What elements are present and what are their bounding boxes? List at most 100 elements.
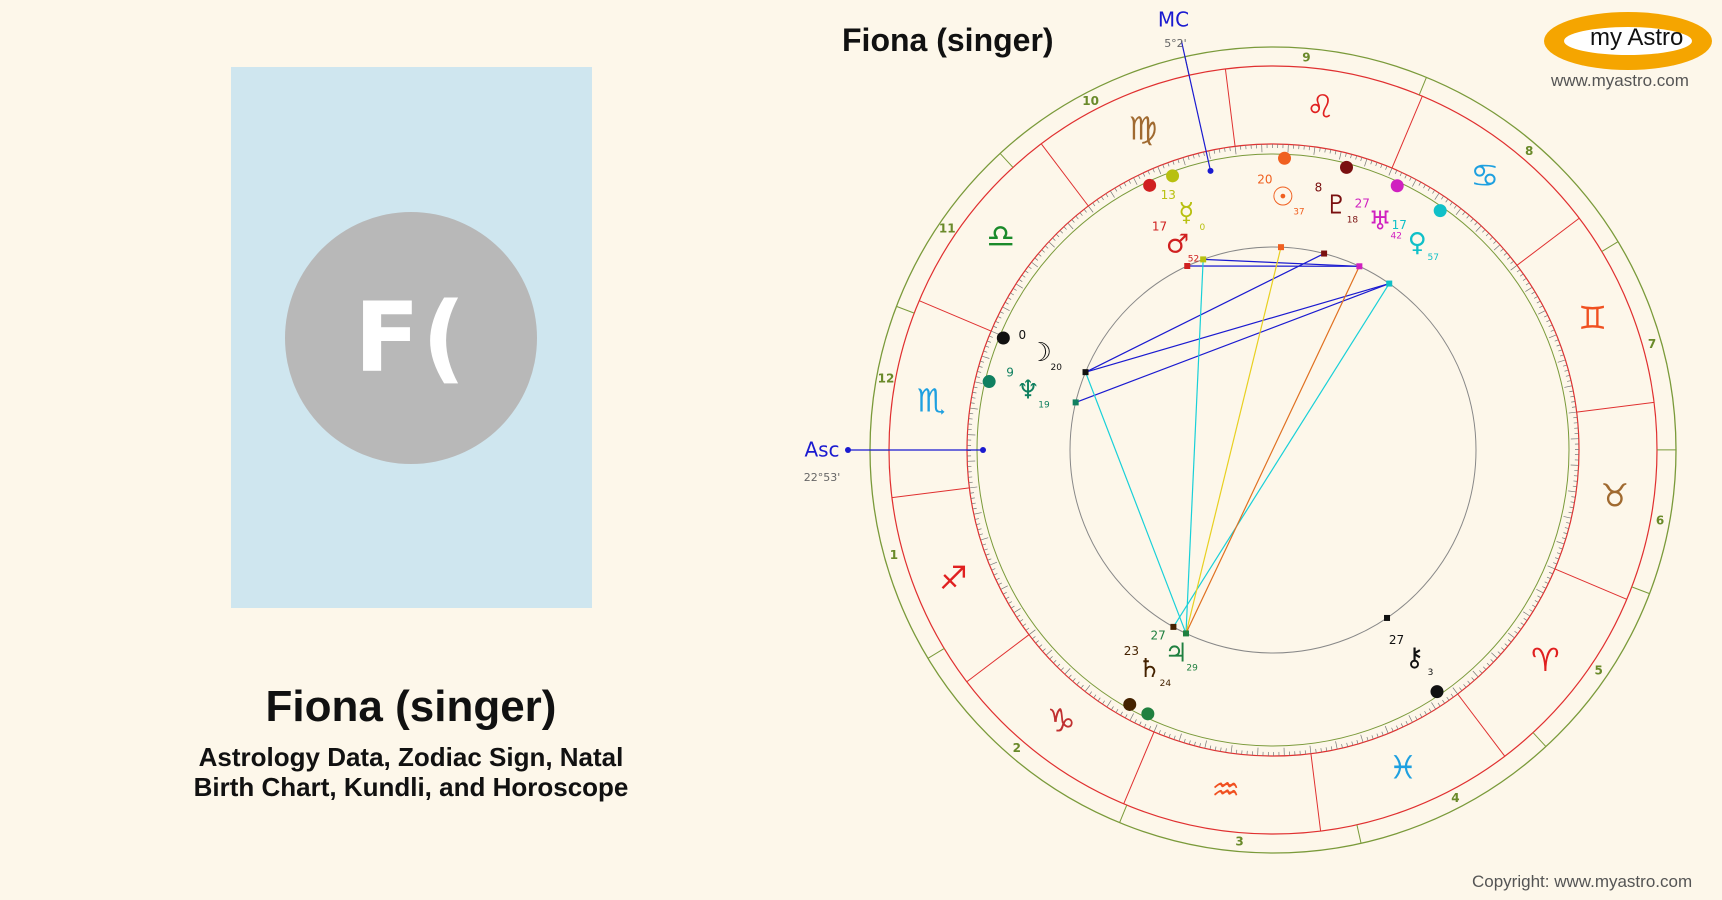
planet-degree-moon: 0 xyxy=(1018,328,1026,342)
sign-divider xyxy=(1224,68,1236,147)
degree-tick xyxy=(1177,159,1180,164)
degree-tick xyxy=(970,402,975,404)
degree-tick xyxy=(1188,740,1191,745)
site-url-link[interactable]: www.myastro.com xyxy=(1551,71,1689,90)
degree-tick xyxy=(983,350,988,353)
profile-photo: F( xyxy=(231,67,592,608)
planet-glyph-sun: ☉ xyxy=(1271,183,1294,213)
degree-tick xyxy=(1313,146,1316,155)
degree-tick xyxy=(997,316,1002,319)
degree-tick xyxy=(969,486,978,489)
degree-tick xyxy=(1537,595,1542,599)
degree-tick xyxy=(1309,745,1312,754)
mc-line xyxy=(1180,40,1212,172)
degree-tick xyxy=(1523,618,1528,621)
aspect-line xyxy=(1085,252,1325,373)
degree-tick xyxy=(1172,160,1175,165)
house-cusp-line xyxy=(1119,804,1128,823)
degree-tick xyxy=(1523,611,1531,617)
degree-tick xyxy=(1431,702,1436,710)
degree-tick xyxy=(1529,609,1534,612)
degree-tick xyxy=(1024,270,1029,274)
degree-tick xyxy=(1148,726,1152,730)
degree-tick xyxy=(1044,245,1049,249)
degree-tick xyxy=(1133,177,1138,185)
house-number-label: 1 xyxy=(890,548,898,562)
degree-tick xyxy=(1096,199,1100,204)
planet-minute-pluto: 18 xyxy=(1347,216,1359,226)
sign-divider xyxy=(1040,143,1089,207)
degree-tick xyxy=(1143,723,1147,728)
planet-degree-mars: 17 xyxy=(1152,220,1167,234)
degree-tick xyxy=(1139,721,1142,726)
degree-tick xyxy=(1507,639,1512,643)
degree-tick xyxy=(970,497,975,499)
asc-dot xyxy=(845,447,851,453)
subtitle-line-2: Birth Chart, Kundli, and Horoscope xyxy=(193,772,629,802)
degree-tick xyxy=(1504,643,1509,647)
degree-tick xyxy=(1072,678,1076,682)
planet-dot-mars xyxy=(1143,178,1157,192)
degree-tick xyxy=(1472,670,1479,678)
planet-minute-saturn: 24 xyxy=(1160,679,1172,689)
sign-glyph-sagittarius: ♐ xyxy=(939,559,968,597)
myastro-logo[interactable]: my Astro xyxy=(1544,12,1712,70)
degree-tick xyxy=(1446,696,1450,701)
asc-degree-label: 22°53' xyxy=(804,471,841,484)
degree-tick xyxy=(1350,154,1352,159)
degree-tick xyxy=(1453,205,1457,209)
degree-tick xyxy=(985,553,990,556)
degree-tick xyxy=(1463,684,1467,688)
degree-tick xyxy=(1209,745,1212,750)
degree-tick xyxy=(1520,622,1525,626)
degree-tick xyxy=(1412,179,1417,187)
degree-tick xyxy=(1038,644,1043,648)
degree-tick xyxy=(1466,214,1470,219)
degree-tick xyxy=(1067,222,1074,230)
degree-tick xyxy=(989,561,998,566)
house-cusp-line xyxy=(1532,732,1547,747)
planet-minute-neptune: 19 xyxy=(1038,400,1050,410)
degree-tick xyxy=(1147,170,1150,175)
planet-dot-venus xyxy=(1433,204,1447,218)
planet-aspect-marker-sun xyxy=(1278,244,1285,251)
degree-tick xyxy=(1437,702,1441,707)
degree-tick xyxy=(1019,619,1024,622)
degree-tick xyxy=(1405,721,1409,725)
planet-glyph-chiron: ⚷ xyxy=(1405,643,1424,673)
degree-tick xyxy=(1115,709,1119,713)
degree-tick xyxy=(998,582,1002,586)
aspect-lines xyxy=(1075,247,1390,634)
degree-tick xyxy=(1567,380,1572,382)
planet-degree-sun: 20 xyxy=(1257,173,1272,187)
avatar-initials: F( xyxy=(354,282,468,394)
degree-tick xyxy=(1034,257,1039,261)
degree-tick xyxy=(1192,154,1195,159)
subtitle-line-1: Astrology Data, Zodiac Sign, Natal xyxy=(198,742,624,772)
degree-tick xyxy=(1558,349,1563,352)
degree-tick xyxy=(985,345,990,348)
degree-tick xyxy=(1005,596,1010,600)
planet-minute-chiron: 3 xyxy=(1428,668,1434,678)
sign-divider xyxy=(891,487,970,499)
degree-tick xyxy=(1025,627,1030,631)
sign-divider xyxy=(919,300,992,332)
degree-tick xyxy=(1490,659,1494,663)
degree-tick xyxy=(999,311,1004,314)
planet-glyph-jupiter: ♃ xyxy=(1164,639,1187,669)
sign-glyph-aries: ♈ xyxy=(1531,641,1560,679)
degree-tick xyxy=(972,391,977,394)
planet-minute-mercury: 0 xyxy=(1199,223,1205,233)
sign-divider xyxy=(1576,401,1655,413)
planet-minute-jupiter: 29 xyxy=(1186,664,1198,674)
sign-glyph-scorpio: ♏ xyxy=(917,382,946,420)
degree-tick xyxy=(1056,663,1061,668)
degree-tick xyxy=(1556,552,1561,555)
degree-tick xyxy=(1168,733,1171,738)
planet-dot-chiron xyxy=(1430,685,1444,699)
degree-tick xyxy=(977,528,982,531)
degree-tick xyxy=(1532,604,1536,608)
degree-tick xyxy=(1566,522,1571,524)
